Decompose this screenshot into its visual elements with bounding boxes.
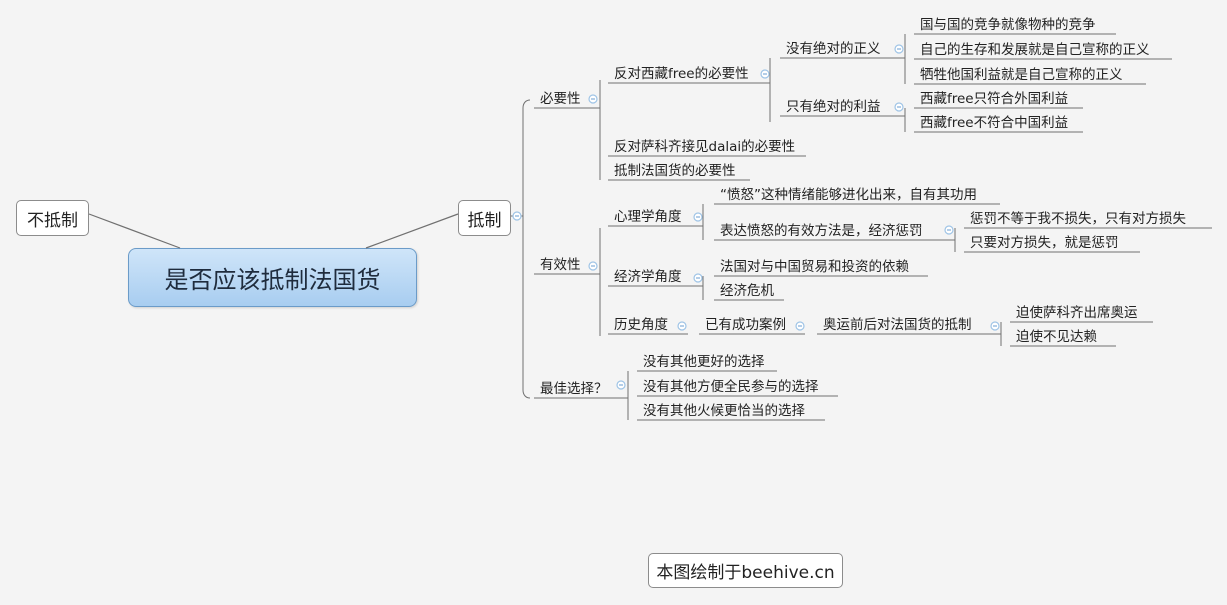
branch-boycott[interactable]: 抵制 [458,200,511,236]
central-topic[interactable]: 是否应该抵制法国货 [128,248,417,307]
topic-dalai[interactable]: 反对萨科齐接见dalai的必要性 [614,138,795,155]
tibet-collapse-icon[interactable] [760,69,770,79]
leaf-expression-1[interactable]: 惩罚不等于我不损失，只有对方损失 [970,210,1186,227]
connector-central-left [88,213,181,249]
connector-central-right [365,213,459,249]
topic-effectiveness[interactable]: 有效性 [540,257,581,273]
topic-history[interactable]: 历史角度 [614,317,668,333]
leaf-justice-2[interactable]: 自己的生存和发展就是自己宣称的正义 [920,42,1150,58]
spine-top [522,99,531,109]
topic-psychology[interactable]: 心理学角度 [614,209,682,225]
psychology-collapse-icon[interactable] [693,212,703,222]
leaf-justice-1[interactable]: 国与国的竞争就像物种的竞争 [920,16,1096,33]
spine-bottom [522,389,531,399]
topic-tibet[interactable]: 反对西藏free的必要性 [614,66,749,82]
collapse-icons [512,44,1000,390]
leaf-choice-1[interactable]: 没有其他更好的选择 [643,354,765,370]
leaf-interest-2[interactable]: 西藏free不符合中国利益 [920,115,1068,131]
topic-success-case[interactable]: 已有成功案例 [705,316,786,333]
necessity-collapse-icon[interactable] [588,94,598,104]
leaf-interest-1[interactable]: 西藏free只符合外国利益 [920,91,1068,107]
topic-best-choice[interactable]: 最佳选择？ [540,381,608,397]
topic-olympics[interactable]: 奥运前后对法国货的抵制 [823,316,972,333]
topic-no-justice[interactable]: 没有绝对的正义 [786,41,881,57]
effectiveness-collapse-icon[interactable] [588,261,598,271]
topic-economics[interactable]: 经济学角度 [614,269,682,285]
best-choice-collapse-icon[interactable] [616,380,626,390]
leaf-justice-3[interactable]: 牺牲他国利益就是自己宣称的正义 [920,67,1123,83]
leaf-choice-3[interactable]: 没有其他火候更恰当的选择 [643,403,805,419]
olympics-collapse-icon[interactable] [990,321,1000,331]
branch-no-boycott[interactable]: 不抵制 [16,200,89,236]
topic-expression[interactable]: 表达愤怒的有效方法是，经济惩罚 [720,223,923,239]
leaf-expression-2[interactable]: 只要对方损失，就是惩罚 [970,235,1119,251]
leaf-olympics-1[interactable]: 迫使萨科齐出席奥运 [1016,304,1138,321]
success-case-collapse-icon[interactable] [795,321,805,331]
boycott-collapse-icon[interactable] [512,211,522,221]
footer-credit: 本图绘制于beehive.cn [648,553,843,588]
expression-collapse-icon[interactable] [944,225,954,235]
topic-necessity[interactable]: 必要性 [540,91,581,107]
topic-boycott-necessity[interactable]: 抵制法国货的必要性 [614,162,736,179]
only-interest-collapse-icon[interactable] [894,102,904,112]
leaf-anger[interactable]: “愤怒”这种情绪能够进化出来，自有其功用 [720,186,977,203]
leaf-olympics-2[interactable]: 迫使不见达赖 [1016,328,1097,345]
topic-labels: 必要性 反对西藏free的必要性 没有绝对的正义 国与国的竞争就像物种的竞争自己的生存… [540,16,1186,419]
economics-collapse-icon[interactable] [693,273,703,283]
no-justice-collapse-icon[interactable] [894,44,904,54]
topic-lines [511,33,1212,421]
leaf-choice-2[interactable]: 没有其他方便全民参与的选择 [643,378,819,395]
topic-only-interest[interactable]: 只有绝对的利益 [786,99,881,115]
leaf-economics-2[interactable]: 经济危机 [720,283,774,299]
leaf-economics-1[interactable]: 法国对与中国贸易和投资的依赖 [720,259,909,275]
history-collapse-icon[interactable] [677,321,687,331]
